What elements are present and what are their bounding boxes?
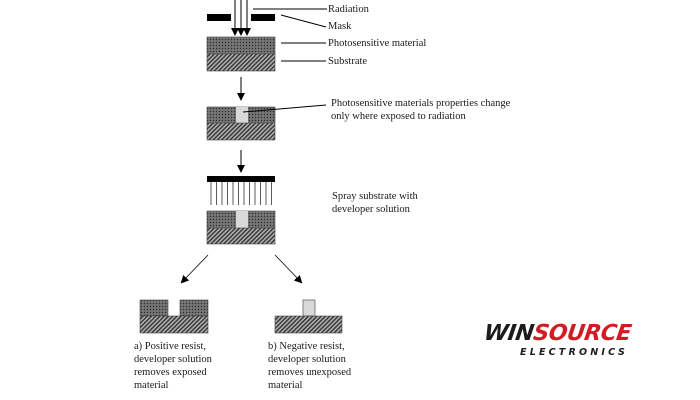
logo-win: WIN [482, 321, 536, 346]
photosensitive-layer [206, 36, 276, 55]
resist-pillar [302, 299, 316, 317]
wafer-exposed [206, 106, 276, 141]
caption-negative-resist: b) Negative resist, developer solution r… [268, 340, 398, 392]
winsource-logo: WINSOURCE ELECTRONICS [482, 321, 674, 362]
text-line: developer solution [332, 204, 410, 215]
exposed-region [236, 211, 248, 228]
wafer-initial [206, 36, 276, 72]
substrate-layer [206, 53, 276, 72]
spray-bar [207, 176, 275, 182]
label-photosensitive-material: Photosensitive material [328, 38, 427, 49]
wafer-negative-resist [274, 299, 343, 334]
text-line: removes unexposed [268, 367, 352, 378]
logo-subtitle: ELECTRONICS [520, 347, 629, 358]
text-line: developer solution [134, 354, 212, 365]
mask-left [207, 14, 231, 21]
label-substrate: Substrate [328, 56, 368, 67]
exposed-region [236, 107, 248, 123]
substrate-layer [139, 315, 209, 334]
text-line: removes exposed [134, 367, 207, 378]
text-line: only where exposed to radiation [331, 111, 466, 122]
label-radiation: Radiation [328, 4, 369, 15]
text-line: Spray substrate with [332, 191, 418, 202]
caption-positive-resist: a) Positive resist, developer solution r… [134, 340, 264, 392]
substrate-layer [206, 227, 276, 245]
mask-leader [280, 14, 327, 28]
text-line: b) Negative resist, [268, 341, 345, 352]
substrate-layer [274, 315, 343, 334]
substrate-layer [206, 122, 276, 141]
text-line: material [134, 380, 169, 391]
wafer-develop [206, 210, 276, 245]
mask-right [251, 14, 275, 21]
spray-lines [210, 182, 272, 205]
text-line: a) Positive resist, [134, 341, 207, 352]
text-line: Photosensitive materials properties chan… [331, 98, 511, 109]
exposure-leader [242, 104, 327, 113]
radiation-arrows [231, 0, 251, 36]
wafer-positive-resist [139, 299, 209, 334]
text-line: material [268, 380, 303, 391]
step-develop-text: Spray substrate with developer solution [332, 190, 462, 216]
step-exposure-text: Photosensitive materials properties chan… [331, 97, 551, 123]
logo-source: SOURCE [531, 321, 633, 346]
label-mask: Mask [328, 21, 352, 32]
text-line: developer solution [268, 354, 346, 365]
resist-left [139, 299, 169, 317]
flow-arrow-negative [274, 254, 303, 284]
flow-arrow-positive [180, 254, 209, 284]
resist-right [179, 299, 209, 317]
logo-wordmark: WINSOURCE [482, 321, 633, 346]
